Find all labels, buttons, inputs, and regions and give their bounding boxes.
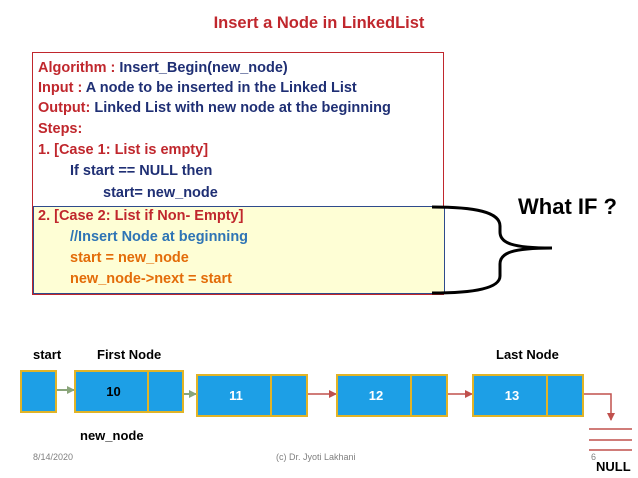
slide-number: 6 — [591, 452, 597, 462]
input-line: Input : A node to be inserted in the Lin… — [38, 80, 357, 96]
node-data-cell: 10 — [74, 370, 149, 413]
output-label: Output: — [38, 100, 95, 116]
output-line: Output: Linked List with new node at the… — [38, 100, 391, 116]
input-value: A node to be inserted in the Linked List — [85, 80, 357, 96]
node-next-cell — [410, 374, 448, 417]
node-data-cell: 13 — [472, 374, 548, 417]
node-value: 11 — [229, 388, 243, 403]
case2-assignment: start = new_node — [70, 250, 189, 266]
node-value: 12 — [368, 388, 384, 403]
steps-label: Steps: — [38, 121, 83, 137]
algorithm-box — [32, 52, 444, 295]
start-label: start — [33, 347, 62, 362]
first-node-label: First Node — [97, 347, 162, 362]
curly-brace-icon — [431, 205, 553, 295]
node-data-cell: 11 — [196, 374, 272, 417]
case2-heading: 2. [Case 2: List if Non- Empty] — [38, 208, 244, 224]
algorithm-value: Insert_Begin(new_node) — [119, 60, 288, 76]
node-value: 10 — [106, 384, 121, 399]
footer-author: (c) Dr. Jyoti Lakhani — [276, 452, 356, 462]
node-value: 13 — [504, 388, 520, 403]
algorithm-label: Algorithm : — [38, 60, 120, 76]
footer-date: 8/14/2020 — [33, 452, 74, 462]
start-pointer-box — [20, 370, 57, 413]
node-data-cell: 12 — [336, 374, 412, 417]
what-if-callout: What IF ? — [518, 194, 617, 219]
case1-condition: If start == NULL then — [70, 163, 213, 179]
algorithm-line: Algorithm : Insert_Begin(new_node) — [38, 60, 288, 76]
case1-heading: 1. [Case 1: List is empty] — [38, 142, 209, 158]
input-label: Input : — [38, 80, 86, 96]
slide-title: Insert a Node in LinkedList — [213, 14, 425, 32]
new-node-label: new_node — [80, 428, 144, 443]
case2-link-next: new_node->next = start — [70, 271, 232, 287]
case2-highlight-box — [33, 206, 445, 294]
case1-assignment: start= new_node — [103, 185, 218, 201]
node-next-cell — [546, 374, 584, 417]
output-value: Linked List with new node at the beginni… — [94, 100, 391, 116]
case2-comment: //Insert Node at beginning — [70, 229, 249, 245]
null-label: NULL — [596, 459, 631, 474]
node-next-cell — [270, 374, 308, 417]
node-next-cell — [147, 370, 184, 413]
last-node-label: Last Node — [496, 347, 559, 362]
